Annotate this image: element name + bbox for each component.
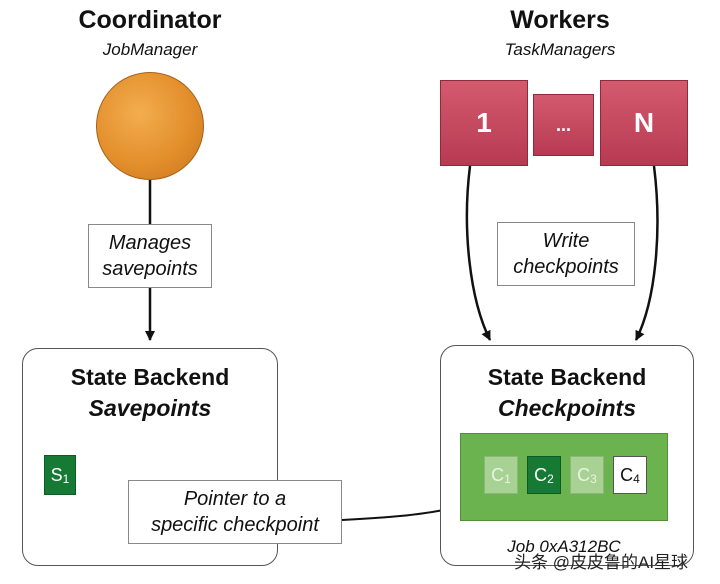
coordinator-subtitle: JobManager [102, 40, 198, 59]
pointer-label: Pointer to a specific checkpoint [128, 480, 342, 544]
worker-node-1: 1 [440, 80, 528, 166]
write-checkpoints-label: Write checkpoints [497, 222, 635, 286]
job-id-label: Job 0xA312BC [507, 537, 621, 556]
coordinator-title: Coordinator [78, 6, 222, 34]
worker-node-ellipsis: ... [533, 94, 594, 156]
checkpoint-backend-subtitle: Checkpoints [497, 395, 637, 421]
workers-subtitle: TaskManagers [504, 40, 616, 59]
savepoint-backend-subtitle: Savepoints [88, 395, 212, 421]
worker-n-to-checkpoint-arrow [634, 165, 659, 341]
worker-1-to-checkpoint-arrow [465, 165, 492, 341]
manages-savepoints-label: Manages savepoints [88, 224, 212, 288]
workers-title: Workers [510, 6, 610, 34]
job-manager-node [96, 72, 204, 180]
worker-node-n: N [600, 80, 688, 166]
savepoint-backend-title: State Backend [70, 364, 230, 390]
checkpoint-backend-title: State Backend [487, 364, 647, 390]
watermark-text: 头条 @皮皮鲁的AI星球 [514, 553, 689, 572]
